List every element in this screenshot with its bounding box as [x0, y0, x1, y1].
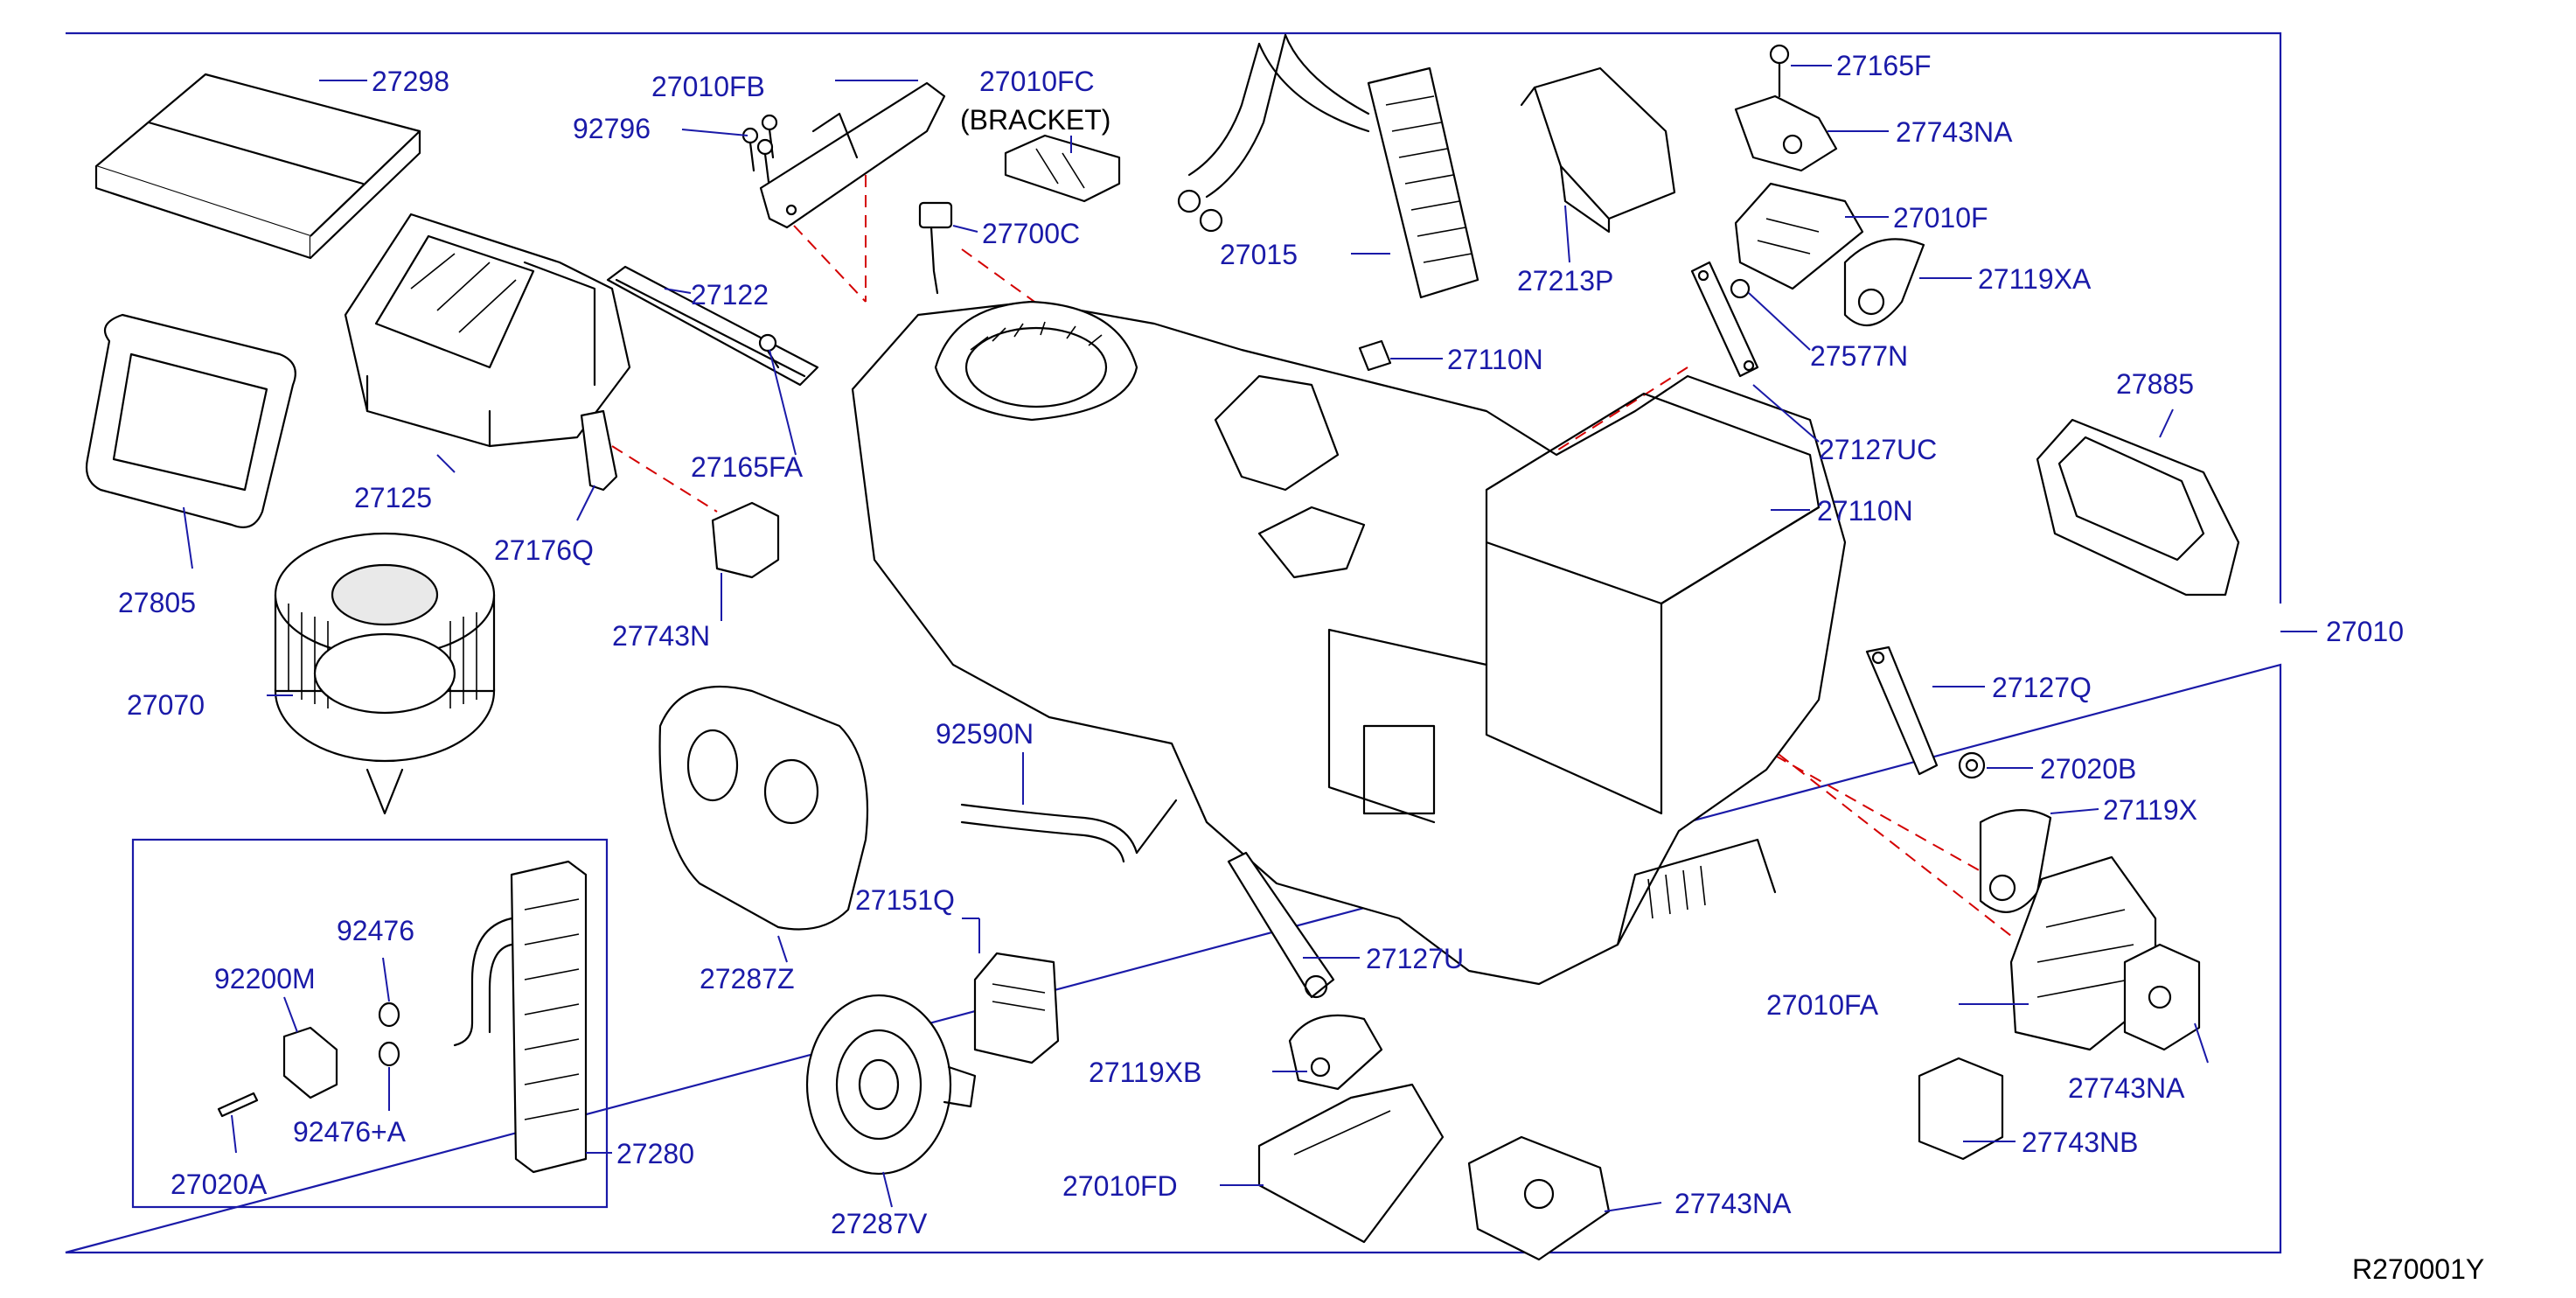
- screw-27165F: [1769, 44, 1790, 98]
- heater-unit-assembly-27010: [851, 300, 1847, 986]
- label-bracket: (BRACKET): [960, 104, 1110, 136]
- label-27020A: 27020A: [171, 1169, 268, 1200]
- link-27127Q: [1865, 646, 1939, 776]
- actuator-27743N: [711, 501, 780, 579]
- label-27110N-a: 27110N: [1447, 344, 1543, 375]
- label-92476A: 92476+A: [293, 1116, 407, 1148]
- bracket-27010FA: [2009, 855, 2157, 1051]
- label-27165FA: 27165FA: [691, 451, 804, 483]
- part-labels: 27298 27010FB 27010FC (BRACKET) 92796 27…: [118, 50, 2484, 1285]
- label-27287V: 27287V: [831, 1208, 928, 1239]
- label-27015: 27015: [1220, 239, 1298, 270]
- actuator-27743NB: [1918, 1057, 2004, 1161]
- clip-27110N-a: [1358, 339, 1392, 372]
- label-92590N: 92590N: [936, 718, 1034, 750]
- o-ring-92476: [378, 1001, 400, 1028]
- expansion-valve-inset-box: [131, 838, 609, 1209]
- bracket-27010FC: [1004, 134, 1121, 203]
- cabin-air-filter-27298: [94, 73, 421, 260]
- sensor-27176Q: [580, 409, 618, 492]
- label-27010FD: 27010FD: [1062, 1170, 1178, 1202]
- evaporator-27280: [453, 860, 588, 1174]
- gasket-27805: [85, 313, 296, 528]
- label-27743NA-bottom: 27743NA: [1674, 1188, 1792, 1219]
- label-27110N-b: 27110N: [1817, 495, 1913, 527]
- label-27885: 27885: [2116, 368, 2194, 400]
- screws-92796: [741, 114, 778, 184]
- label-27119XA: 27119XA: [1978, 263, 2092, 295]
- label-27125: 27125: [354, 482, 432, 513]
- module-27213P: [1520, 66, 1676, 234]
- label-27213P: 27213P: [1517, 265, 1613, 297]
- bracket-27010FB: [759, 81, 946, 229]
- label-27743NA-right: 27743NA: [2068, 1072, 2185, 1104]
- label-27176Q: 27176Q: [494, 534, 594, 566]
- intake-housing-27125: [344, 213, 631, 448]
- label-27280: 27280: [616, 1138, 694, 1169]
- actuator-27743NA-right: [2123, 943, 2201, 1051]
- label-27010: 27010: [2326, 616, 2404, 647]
- lever-27119XA: [1843, 238, 1925, 327]
- bracket-27010F: [1734, 182, 1864, 290]
- actuator-27743NA-top: [1734, 94, 1838, 172]
- diagram-reference-code: R270001Y: [2352, 1253, 2484, 1285]
- label-27020B: 27020B: [2040, 753, 2136, 785]
- lever-27119XB: [1288, 1014, 1383, 1091]
- motor-27287Z: [658, 685, 869, 931]
- label-27743NB: 27743NB: [2022, 1127, 2138, 1158]
- expansion-valve-92200M: [282, 1026, 338, 1099]
- screw-27165FA: [758, 333, 780, 369]
- label-92200M: 92200M: [214, 963, 316, 994]
- label-27010FB: 27010FB: [651, 71, 765, 102]
- label-27070: 27070: [127, 689, 205, 721]
- label-27122: 27122: [691, 279, 769, 311]
- label-92796: 92796: [573, 113, 651, 144]
- washer-27020B: [1958, 751, 1986, 779]
- label-27165F: 27165F: [1836, 50, 1932, 81]
- drain-hose-92590N: [960, 799, 1178, 863]
- label-27151Q: 27151Q: [855, 884, 955, 916]
- bracket-27010FD: [1257, 1083, 1445, 1244]
- label-27287Z: 27287Z: [700, 963, 795, 994]
- link-27127UC: [1690, 261, 1759, 378]
- label-27743N: 27743N: [612, 620, 710, 652]
- label-27010FA: 27010FA: [1766, 989, 1879, 1021]
- label-92476: 92476: [337, 915, 414, 946]
- label-27743NA-top: 27743NA: [1896, 116, 2013, 148]
- label-27119X: 27119X: [2103, 794, 2197, 826]
- sensor-27700C: [918, 201, 953, 295]
- washer-27577N: [1730, 278, 1751, 299]
- label-27127Q: 27127Q: [1992, 672, 2092, 703]
- label-27010F: 27010F: [1893, 202, 1988, 234]
- label-27127UC: 27127UC: [1819, 434, 1937, 465]
- o-ring-92476A: [378, 1041, 400, 1067]
- actuator-27743NA-bottom: [1467, 1135, 1611, 1261]
- diagram-frame: [65, 31, 2317, 1254]
- link-27127U: [1227, 851, 1335, 999]
- motor-27287V: [805, 994, 977, 1176]
- heater-core-27015: [1177, 33, 1479, 299]
- label-27700C: 27700C: [982, 218, 1080, 249]
- bolt-27020A: [217, 1092, 259, 1118]
- duct-27885: [2036, 418, 2240, 597]
- resistor-27151Q: [973, 952, 1060, 1064]
- label-27127U: 27127U: [1366, 943, 1464, 974]
- blower-motor-27070: [274, 532, 496, 815]
- label-27577N: 27577N: [1810, 340, 1908, 372]
- leader-lines: [183, 65, 2209, 1212]
- label-27805: 27805: [118, 587, 196, 618]
- label-27010FC: 27010FC: [979, 66, 1095, 97]
- label-27298: 27298: [372, 66, 449, 97]
- label-27119XB: 27119XB: [1089, 1057, 1201, 1088]
